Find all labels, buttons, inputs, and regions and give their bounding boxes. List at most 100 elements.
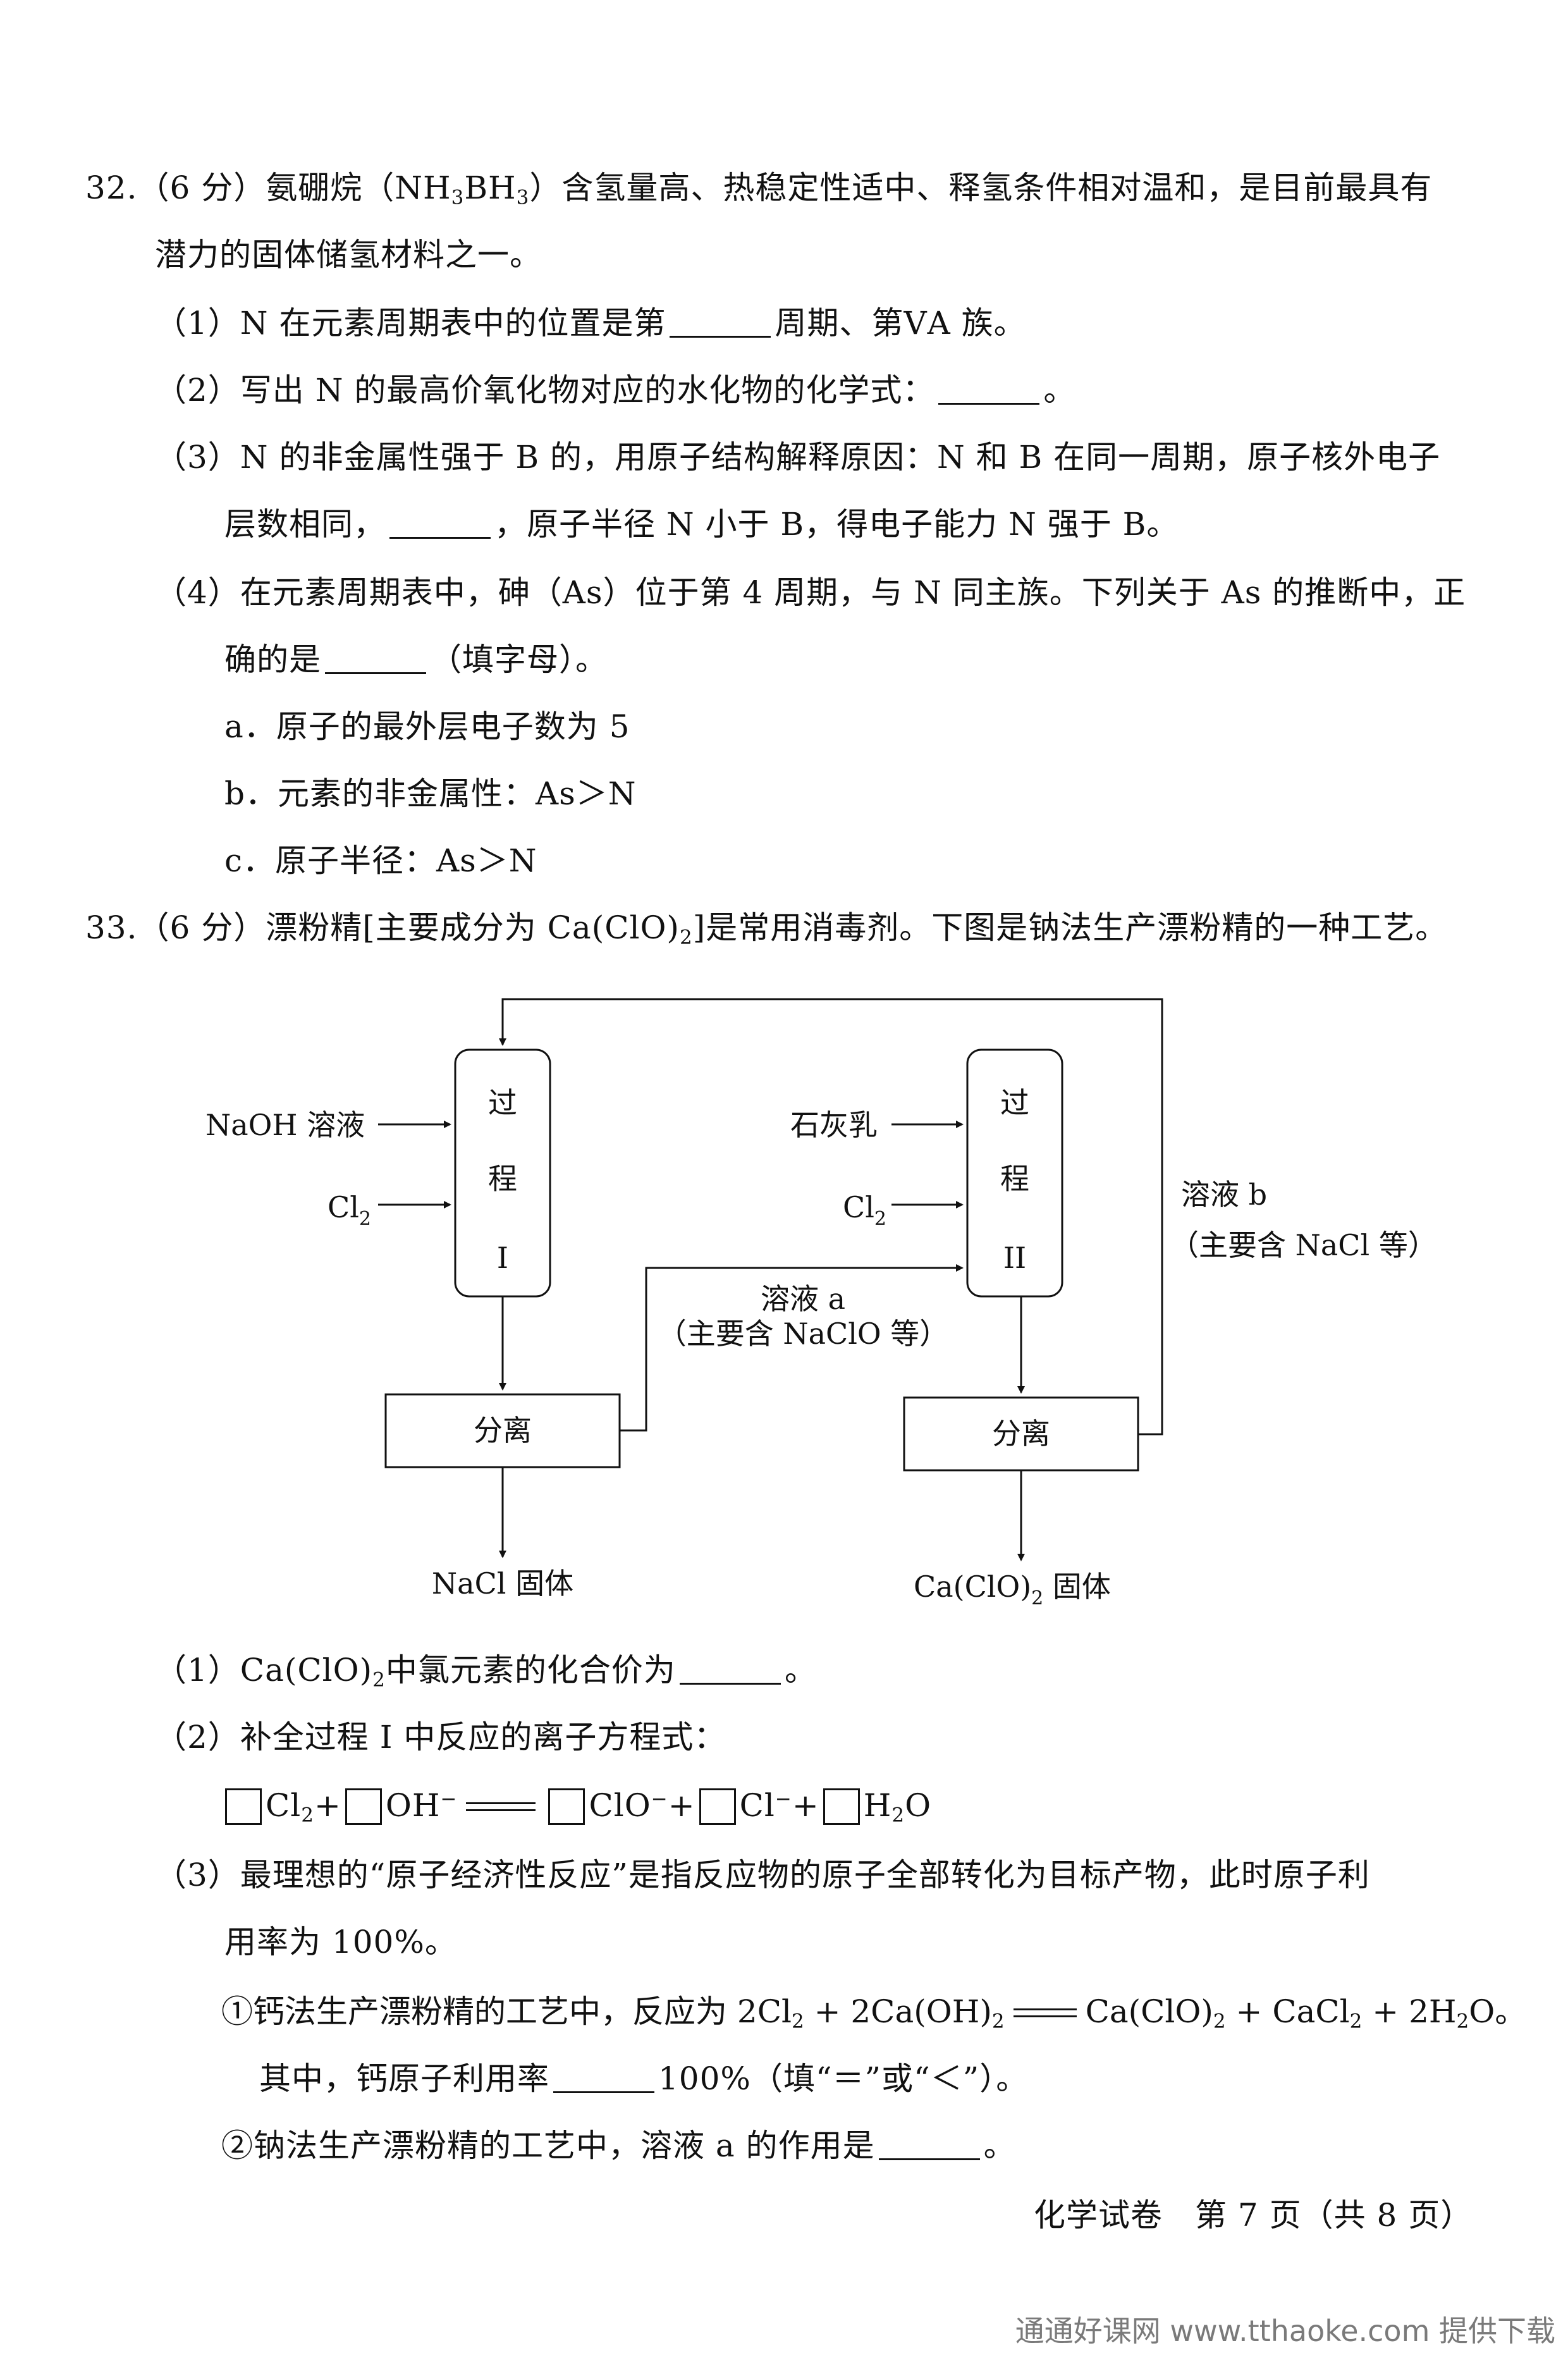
eq-sup: − [440, 1787, 458, 1811]
q33-stem-sub: 2 [679, 926, 693, 949]
separation-2-label: 分离 [992, 1417, 1050, 1451]
q32-part3-line1: （3）N 的非金属性强于 B 的，用原子结构解释原因：N 和 B 在同一周期，原… [155, 439, 1441, 476]
answer-blank[interactable] [878, 2127, 980, 2160]
output-nacl-label: NaCl 固体 [432, 1566, 573, 1601]
answer-blank[interactable] [389, 505, 491, 539]
process-1-char1: 过 [488, 1086, 517, 1120]
eq-plus: + [668, 1787, 695, 1824]
solution-a-label: 溶液 a [761, 1282, 845, 1316]
q33-p3-text: Ca(ClO) [1085, 1993, 1213, 2030]
q33-p3-text: ①钙法生产漂粉精的工艺中，反应为 2Cl [221, 1993, 792, 2030]
answer-blank[interactable] [670, 304, 771, 338]
eq-plus: + [792, 1787, 819, 1824]
process-2-char1: 过 [1000, 1086, 1029, 1120]
q33-stem: 33.（6 分）漂粉精[主要成分为 Ca(ClO)2]是常用消毒剂。下图是钠法生… [85, 906, 1447, 950]
q32-stem-sub: 3 [451, 186, 465, 209]
q32-part3-text: ，原子半径 N 小于 B，得电子能力 N 强于 B。 [494, 506, 1179, 543]
eq-term: O [905, 1787, 932, 1824]
coefficient-box[interactable] [699, 1788, 736, 1825]
q32-part1: （1）N 在元素周期表中的位置是第 周期、第ⅤA 族。 [155, 301, 1026, 345]
q32-stem-sub: 3 [516, 186, 530, 209]
q33-p3-text: ②钠法生产漂粉精的工艺中，溶液 a 的作用是 [221, 2127, 875, 2164]
q33-p3-sub: 2 [1456, 2010, 1469, 2033]
q32-part1-text: 周期、第ⅤA 族。 [775, 305, 1026, 341]
input-lime-label: 石灰乳 [790, 1108, 878, 1142]
equals-sign [466, 1802, 536, 1811]
ionic-equation: Cl2+OH−ClO−+Cl−+H2O [221, 1783, 931, 1828]
q33-p3-sub: 2 [1349, 2010, 1363, 2033]
q32-option-c: c．原子半径：As＞N [224, 842, 537, 879]
arrow-solution-b-recycle [499, 998, 1163, 1436]
q32-option-b: b．元素的非金属性：As＞N [224, 775, 637, 812]
q32-part2-text: 。 [1043, 372, 1076, 409]
q32-part2-text: （2）写出 N 的最高价氧化物对应的水化物的化学式： [155, 372, 935, 409]
coefficient-box[interactable] [548, 1788, 585, 1825]
q33-part3-line2: 用率为 100%。 [224, 1924, 457, 1960]
q32-part4-text: （填字母）。 [430, 641, 608, 678]
answer-blank[interactable] [325, 641, 426, 674]
q33-p3-text: 100%（填“＝”或“＜”）。 [658, 2060, 1029, 2097]
input-cl2-label-1: Cl2 [328, 1190, 371, 1230]
q33-part1-text: 。 [784, 1652, 817, 1688]
solution-b-note: （主要含 NaCl 等） [1170, 1228, 1437, 1262]
q32-part4-line1: （4）在元素周期表中，砷（As）位于第 4 周期，与 N 同主族。下列关于 As… [155, 574, 1466, 611]
q32-part3-line2: 层数相同， ，原子半径 N 小于 B，得电子能力 N 强于 B。 [224, 502, 1179, 546]
page-footer: 化学试卷 第 7 页（共 8 页） [1034, 2197, 1473, 2234]
q33-p3-text: + 2H [1362, 1993, 1457, 2030]
q33-part1: （1）Ca(ClO)2中氯元素的化合价为。 [155, 1648, 817, 1692]
coefficient-box[interactable] [823, 1788, 860, 1825]
coefficient-box[interactable] [345, 1788, 382, 1825]
q33-p3-sub: 2 [991, 2010, 1005, 2033]
coefficient-box[interactable] [225, 1788, 262, 1825]
input-naoh-label: NaOH 溶液 [205, 1108, 365, 1142]
q33-p3-text: 其中，钙原子利用率 [259, 2060, 549, 2097]
q32-part1-text: （1）N 在元素周期表中的位置是第 [155, 305, 666, 341]
q33-p3-text: + CaCl [1225, 1993, 1350, 2030]
q32-stem-text: ）含氢量高、热稳定性适中、释氢条件相对温和，是目前最具有 [529, 169, 1433, 206]
q33-p3-sub: 2 [791, 2010, 804, 2033]
eq-sub: 2 [891, 1804, 905, 1827]
separation-1-label: 分离 [474, 1413, 532, 1448]
q32-stem-line1: 32.（6 分）氨硼烷（NH3BH3）含氢量高、热稳定性适中、释氢条件相对温和，… [85, 166, 1432, 210]
q32-part2: （2）写出 N 的最高价氧化物对应的水化物的化学式： 。 [155, 368, 1075, 412]
q32-stem-text: BH [464, 169, 517, 206]
input-cl2-label-2: Cl2 [843, 1190, 886, 1230]
answer-blank[interactable] [553, 2060, 654, 2093]
eq-term: OH [385, 1787, 441, 1824]
watermark-text[interactable]: 通通好课网 www.tthaoke.com 提供下载 [1015, 2314, 1555, 2348]
process-1-char3: I [497, 1241, 508, 1275]
q33-p3-text: + 2Ca(OH) [804, 1993, 992, 2030]
eq-sup: − [651, 1787, 668, 1811]
arrow-solution-a [620, 1264, 964, 1432]
q32-part4-line2: 确的是 （填字母）。 [224, 637, 608, 682]
q33-part2: （2）补全过程 I 中反应的离子方程式： [155, 1719, 726, 1755]
q32-part3-text: 层数相同， [224, 506, 386, 543]
eq-term: Cl [266, 1787, 302, 1824]
q32-part4-text: 确的是 [224, 641, 321, 678]
q32-stem-text: 32.（6 分）氨硼烷（NH [85, 169, 451, 206]
answer-blank[interactable] [938, 371, 1040, 405]
eq-sup: − [775, 1787, 792, 1811]
q33-part3-sub2: ②钠法生产漂粉精的工艺中，溶液 a 的作用是 。 [221, 2124, 1016, 2168]
q33-part1-sub: 2 [372, 1668, 386, 1692]
solution-b-label: 溶液 b [1181, 1177, 1267, 1212]
eq-term: Cl [739, 1787, 775, 1824]
eq-term: H [863, 1787, 892, 1824]
q33-p3-text: 。 [983, 2127, 1016, 2164]
q32-stem-line2: 潜力的固体储氢材料之一。 [155, 237, 542, 273]
eq-sub: 2 [301, 1804, 314, 1827]
q33-part3-line1: （3）最理想的“原子经济性反应”是指反应物的原子全部转化为目标产物，此时原子利 [155, 1857, 1370, 1893]
q33-stem-text: 33.（6 分）漂粉精[主要成分为 Ca(ClO) [85, 909, 680, 946]
answer-blank[interactable] [679, 1651, 781, 1685]
solution-a-note: （主要含 NaClO 等） [658, 1317, 949, 1351]
process-2-char2: 程 [1000, 1162, 1029, 1196]
process-2-char3: II [1003, 1241, 1026, 1275]
q33-p3-sub: 2 [1213, 2010, 1226, 2033]
q32-option-a: a．原子的最外层电子数为 5 [224, 708, 630, 745]
output-caclo2-label: Ca(ClO)2 固体 [914, 1570, 1111, 1609]
process-2-box [966, 1048, 1063, 1298]
process-1-char2: 程 [488, 1162, 517, 1196]
